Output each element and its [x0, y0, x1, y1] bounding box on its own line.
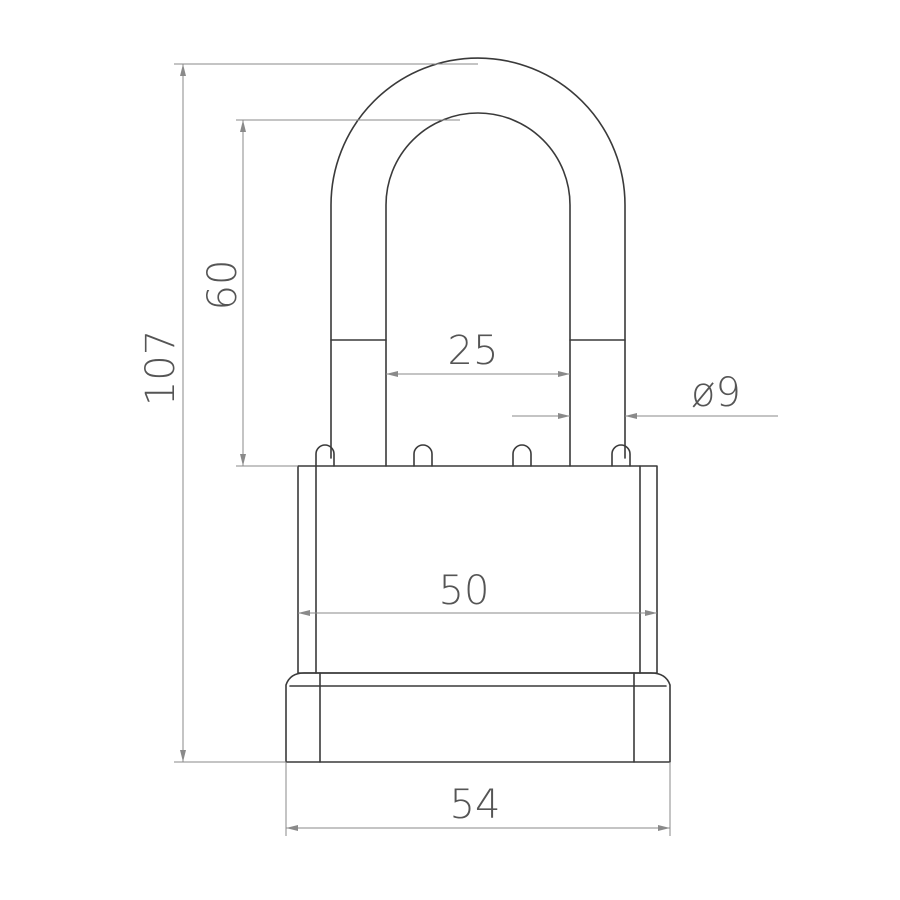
- lock-base: [285, 672, 671, 763]
- dimension-body-width: 50: [298, 568, 657, 616]
- body-width-label: 50: [439, 568, 490, 614]
- dimension-shackle-diameter: ø9: [512, 370, 778, 419]
- base-width-label: 54: [450, 782, 501, 828]
- pin-knob-1: [315, 444, 335, 467]
- dimension-shackle-clearance: 60: [200, 119, 460, 467]
- dimension-base-width: 54: [285, 762, 671, 836]
- shackle-outer: [330, 57, 626, 459]
- overall-height-label: 107: [138, 330, 184, 406]
- shackle-inner: [385, 112, 571, 467]
- dimension-shackle-inner-width: 25: [386, 328, 570, 377]
- padlock-outline: [285, 57, 671, 763]
- dimension-overall-height: 107: [138, 63, 478, 763]
- pin-knob-3: [512, 444, 532, 467]
- pin-knob-4: [611, 444, 631, 467]
- pin-knob-2: [413, 444, 433, 467]
- shackle-inner-width-label: 25: [448, 328, 499, 374]
- shackle-clearance-label: 60: [200, 260, 246, 311]
- shackle-diameter-label: ø9: [691, 370, 741, 416]
